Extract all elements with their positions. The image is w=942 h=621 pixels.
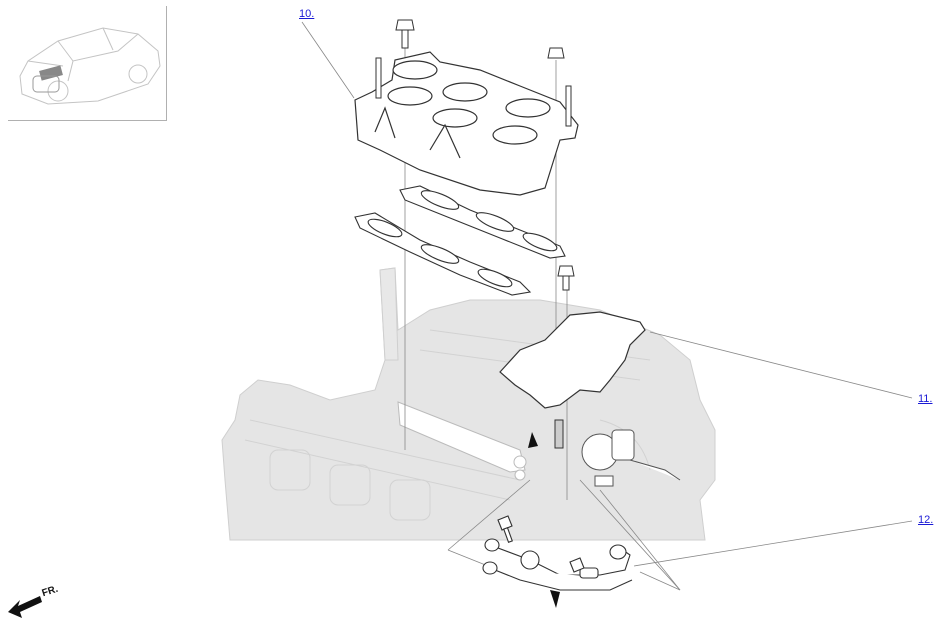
callout-12[interactable]: 12. <box>918 514 934 526</box>
fuel-rail <box>397 401 527 481</box>
studs-and-bolts <box>375 19 575 449</box>
fuel-pump <box>581 429 681 487</box>
direction-arrows <box>528 432 560 608</box>
car-outline-icon <box>19 27 161 105</box>
callout-11[interactable]: 11. <box>918 393 933 405</box>
vehicle-locator-thumbnail[interactable] <box>8 6 167 121</box>
upper-intake-manifold <box>354 51 579 196</box>
front-arrow-icon <box>8 596 42 618</box>
callout-10[interactable]: 10. <box>299 8 315 20</box>
intake-gaskets <box>354 185 566 296</box>
fuel-feed-pipe <box>482 515 633 591</box>
manifold-bracket <box>499 311 646 409</box>
engine-block-ghost <box>221 267 716 541</box>
